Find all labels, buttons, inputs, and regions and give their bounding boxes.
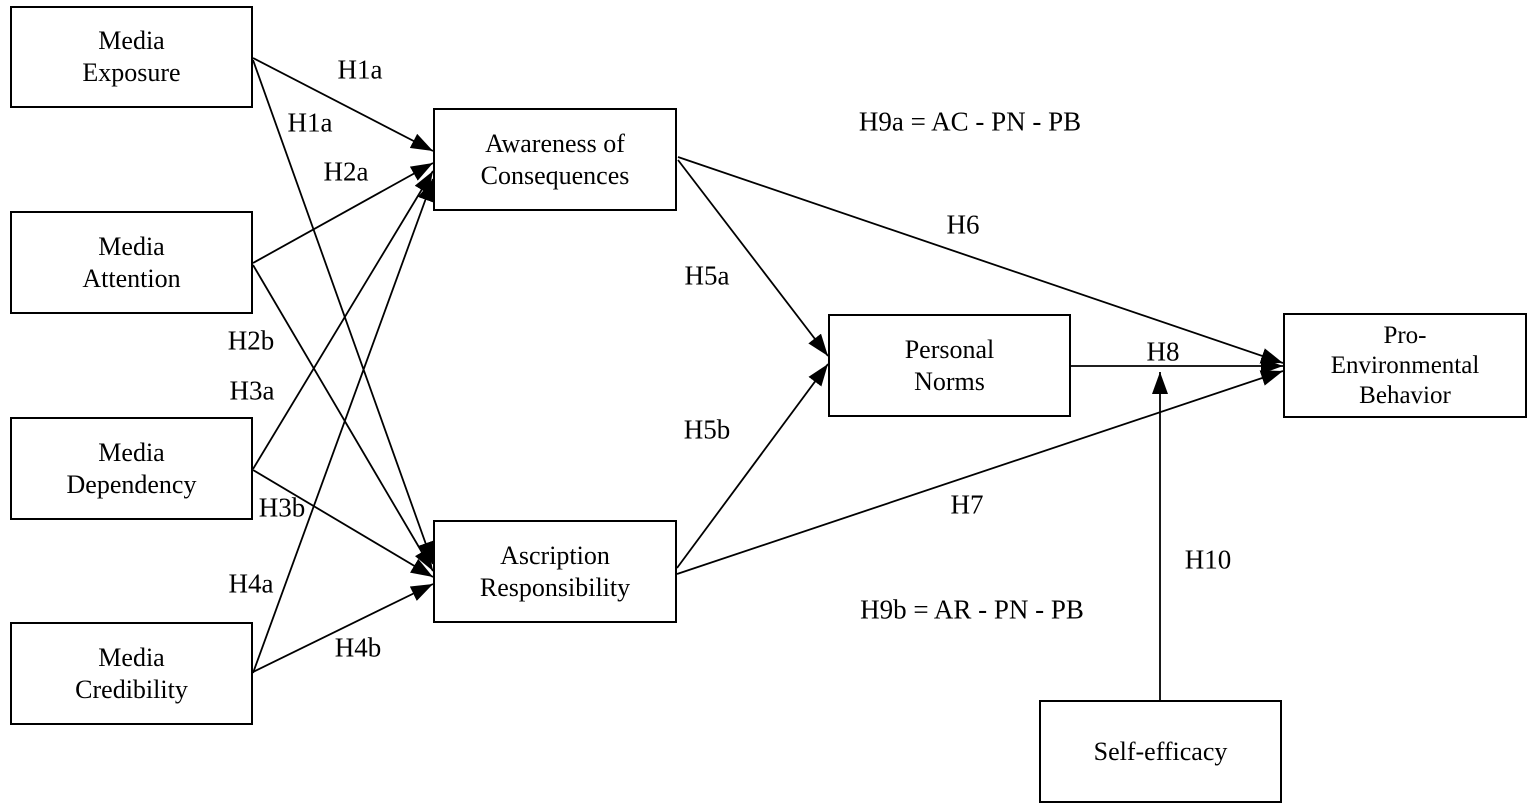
edge-h3a-dependency-awareness: [252, 170, 434, 470]
edge-label-h1a-lower: H1a: [287, 107, 333, 138]
edge-h2a-attention-awareness: [252, 162, 434, 264]
node-pro-environmental-behavior: Pro- Environmental Behavior: [1283, 313, 1527, 418]
node-ascription-responsibility: Ascription Responsibility: [433, 520, 677, 623]
annotation-h9a: H9a = AC - PN - PB: [858, 106, 1082, 137]
node-media-credibility: Media Credibility: [10, 622, 253, 725]
edge-label-h5b: H5b: [683, 414, 731, 445]
annotation-h9b: H9b = AR - PN - PB: [860, 594, 1084, 625]
edge-label-h3a: H3a: [229, 375, 275, 406]
edge-label-h1a-upper: H1a: [337, 54, 383, 85]
node-media-dependency: Media Dependency: [10, 417, 253, 520]
node-awareness-of-consequences: Awareness of Consequences: [433, 108, 677, 211]
edge-h1a-exposure-awareness: [252, 57, 434, 152]
edge-label-h4a: H4a: [228, 568, 274, 599]
node-self-efficacy: Self-efficacy: [1039, 700, 1282, 803]
edge-label-h2a: H2a: [323, 156, 369, 187]
node-media-attention: Media Attention: [10, 211, 253, 314]
edge-h3b-dependency-ascription: [252, 469, 434, 578]
edge-h5b-ascription-norms: [676, 363, 829, 569]
edge-h2b-attention-ascription: [252, 264, 434, 572]
edge-h5a-awareness-norms: [677, 159, 829, 357]
edge-label-h8: H8: [1146, 336, 1180, 367]
edge-h7-ascription-behavior: [676, 370, 1284, 575]
edge-h4a-credibility-awareness: [252, 178, 434, 674]
node-media-exposure: Media Exposure: [10, 6, 253, 108]
edge-h4b-credibility-ascription: [252, 583, 434, 673]
edge-label-h2b: H2b: [227, 325, 275, 356]
edge-label-h6: H6: [946, 209, 980, 240]
edge-label-h7: H7: [950, 489, 984, 520]
node-personal-norms: Personal Norms: [828, 314, 1071, 417]
edge-label-h5a: H5a: [684, 260, 730, 291]
edge-label-h10: H10: [1184, 544, 1232, 575]
edge-h1a-exposure-ascription: [252, 59, 434, 565]
edge-label-h4b: H4b: [334, 632, 382, 663]
edge-label-h3b: H3b: [258, 492, 306, 523]
edge-h6-awareness-behavior: [677, 156, 1284, 364]
